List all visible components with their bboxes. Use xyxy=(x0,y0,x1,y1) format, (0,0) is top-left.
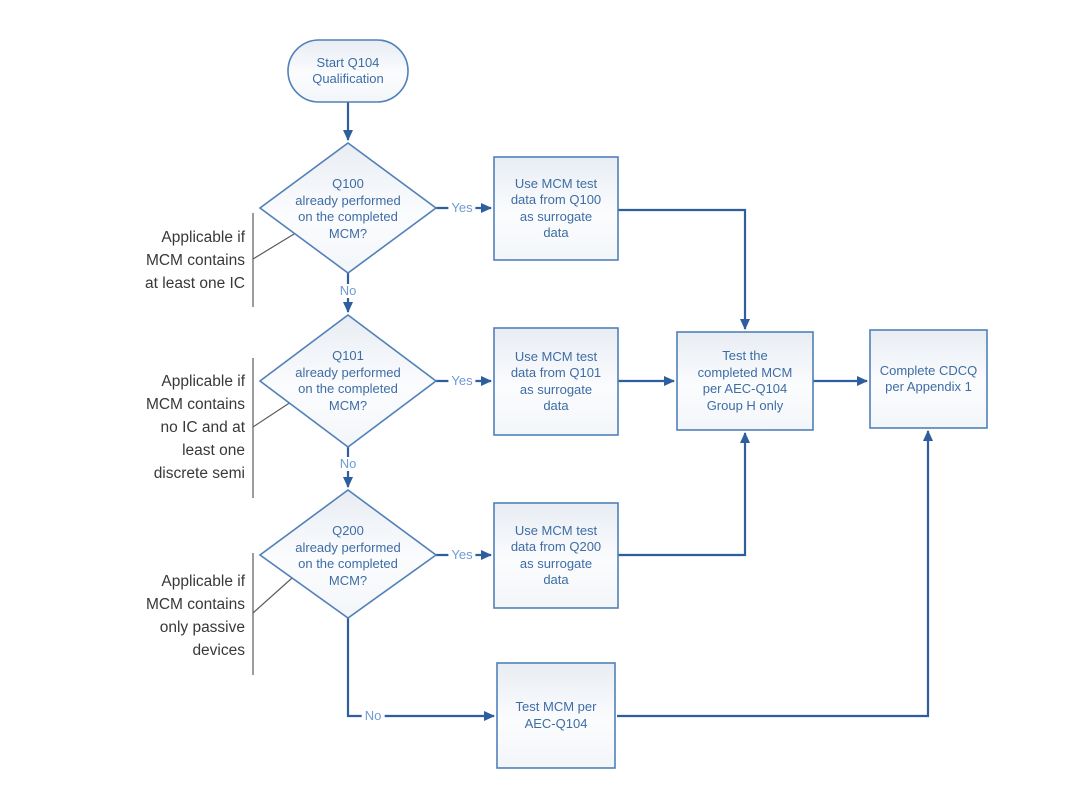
edge-label-q200-no: No xyxy=(361,709,385,723)
annotation-only-passive-devices: Applicable if MCM contains only passive … xyxy=(145,573,245,659)
decision-q200-shape xyxy=(258,489,438,619)
process-complete-cdcq-shape xyxy=(869,329,988,429)
decision-q100-shape xyxy=(258,142,438,274)
annotation-at-least-one-ic: Applicable if MCM contains at least one … xyxy=(145,229,245,292)
decision-q101-shape xyxy=(258,314,438,448)
connector-useq100-to-test xyxy=(618,208,750,330)
edge-label-q101-yes: Yes xyxy=(448,374,476,388)
annotation-no-ic-discrete-semi: Applicable if MCM contains no IC and at … xyxy=(145,373,245,482)
callout-leader-1 xyxy=(252,230,300,260)
edge-label-q100-yes: Yes xyxy=(448,201,476,215)
process-use-q200-shape xyxy=(493,502,619,609)
edge-label-q101-no: No xyxy=(336,457,360,471)
connector-q200-no xyxy=(346,618,495,721)
edge-label-q200-yes: Yes xyxy=(448,548,476,562)
edge-label-q100-no: No xyxy=(336,284,360,298)
connector-testq104-to-cdcq xyxy=(617,430,933,718)
process-test-q104-shape xyxy=(496,662,616,769)
process-test-group-h-shape xyxy=(676,331,814,431)
process-use-q100-shape xyxy=(493,156,619,261)
terminator-start-shape xyxy=(287,39,409,103)
process-use-q101-shape xyxy=(493,327,619,436)
connector-useq200-to-test xyxy=(618,432,750,557)
